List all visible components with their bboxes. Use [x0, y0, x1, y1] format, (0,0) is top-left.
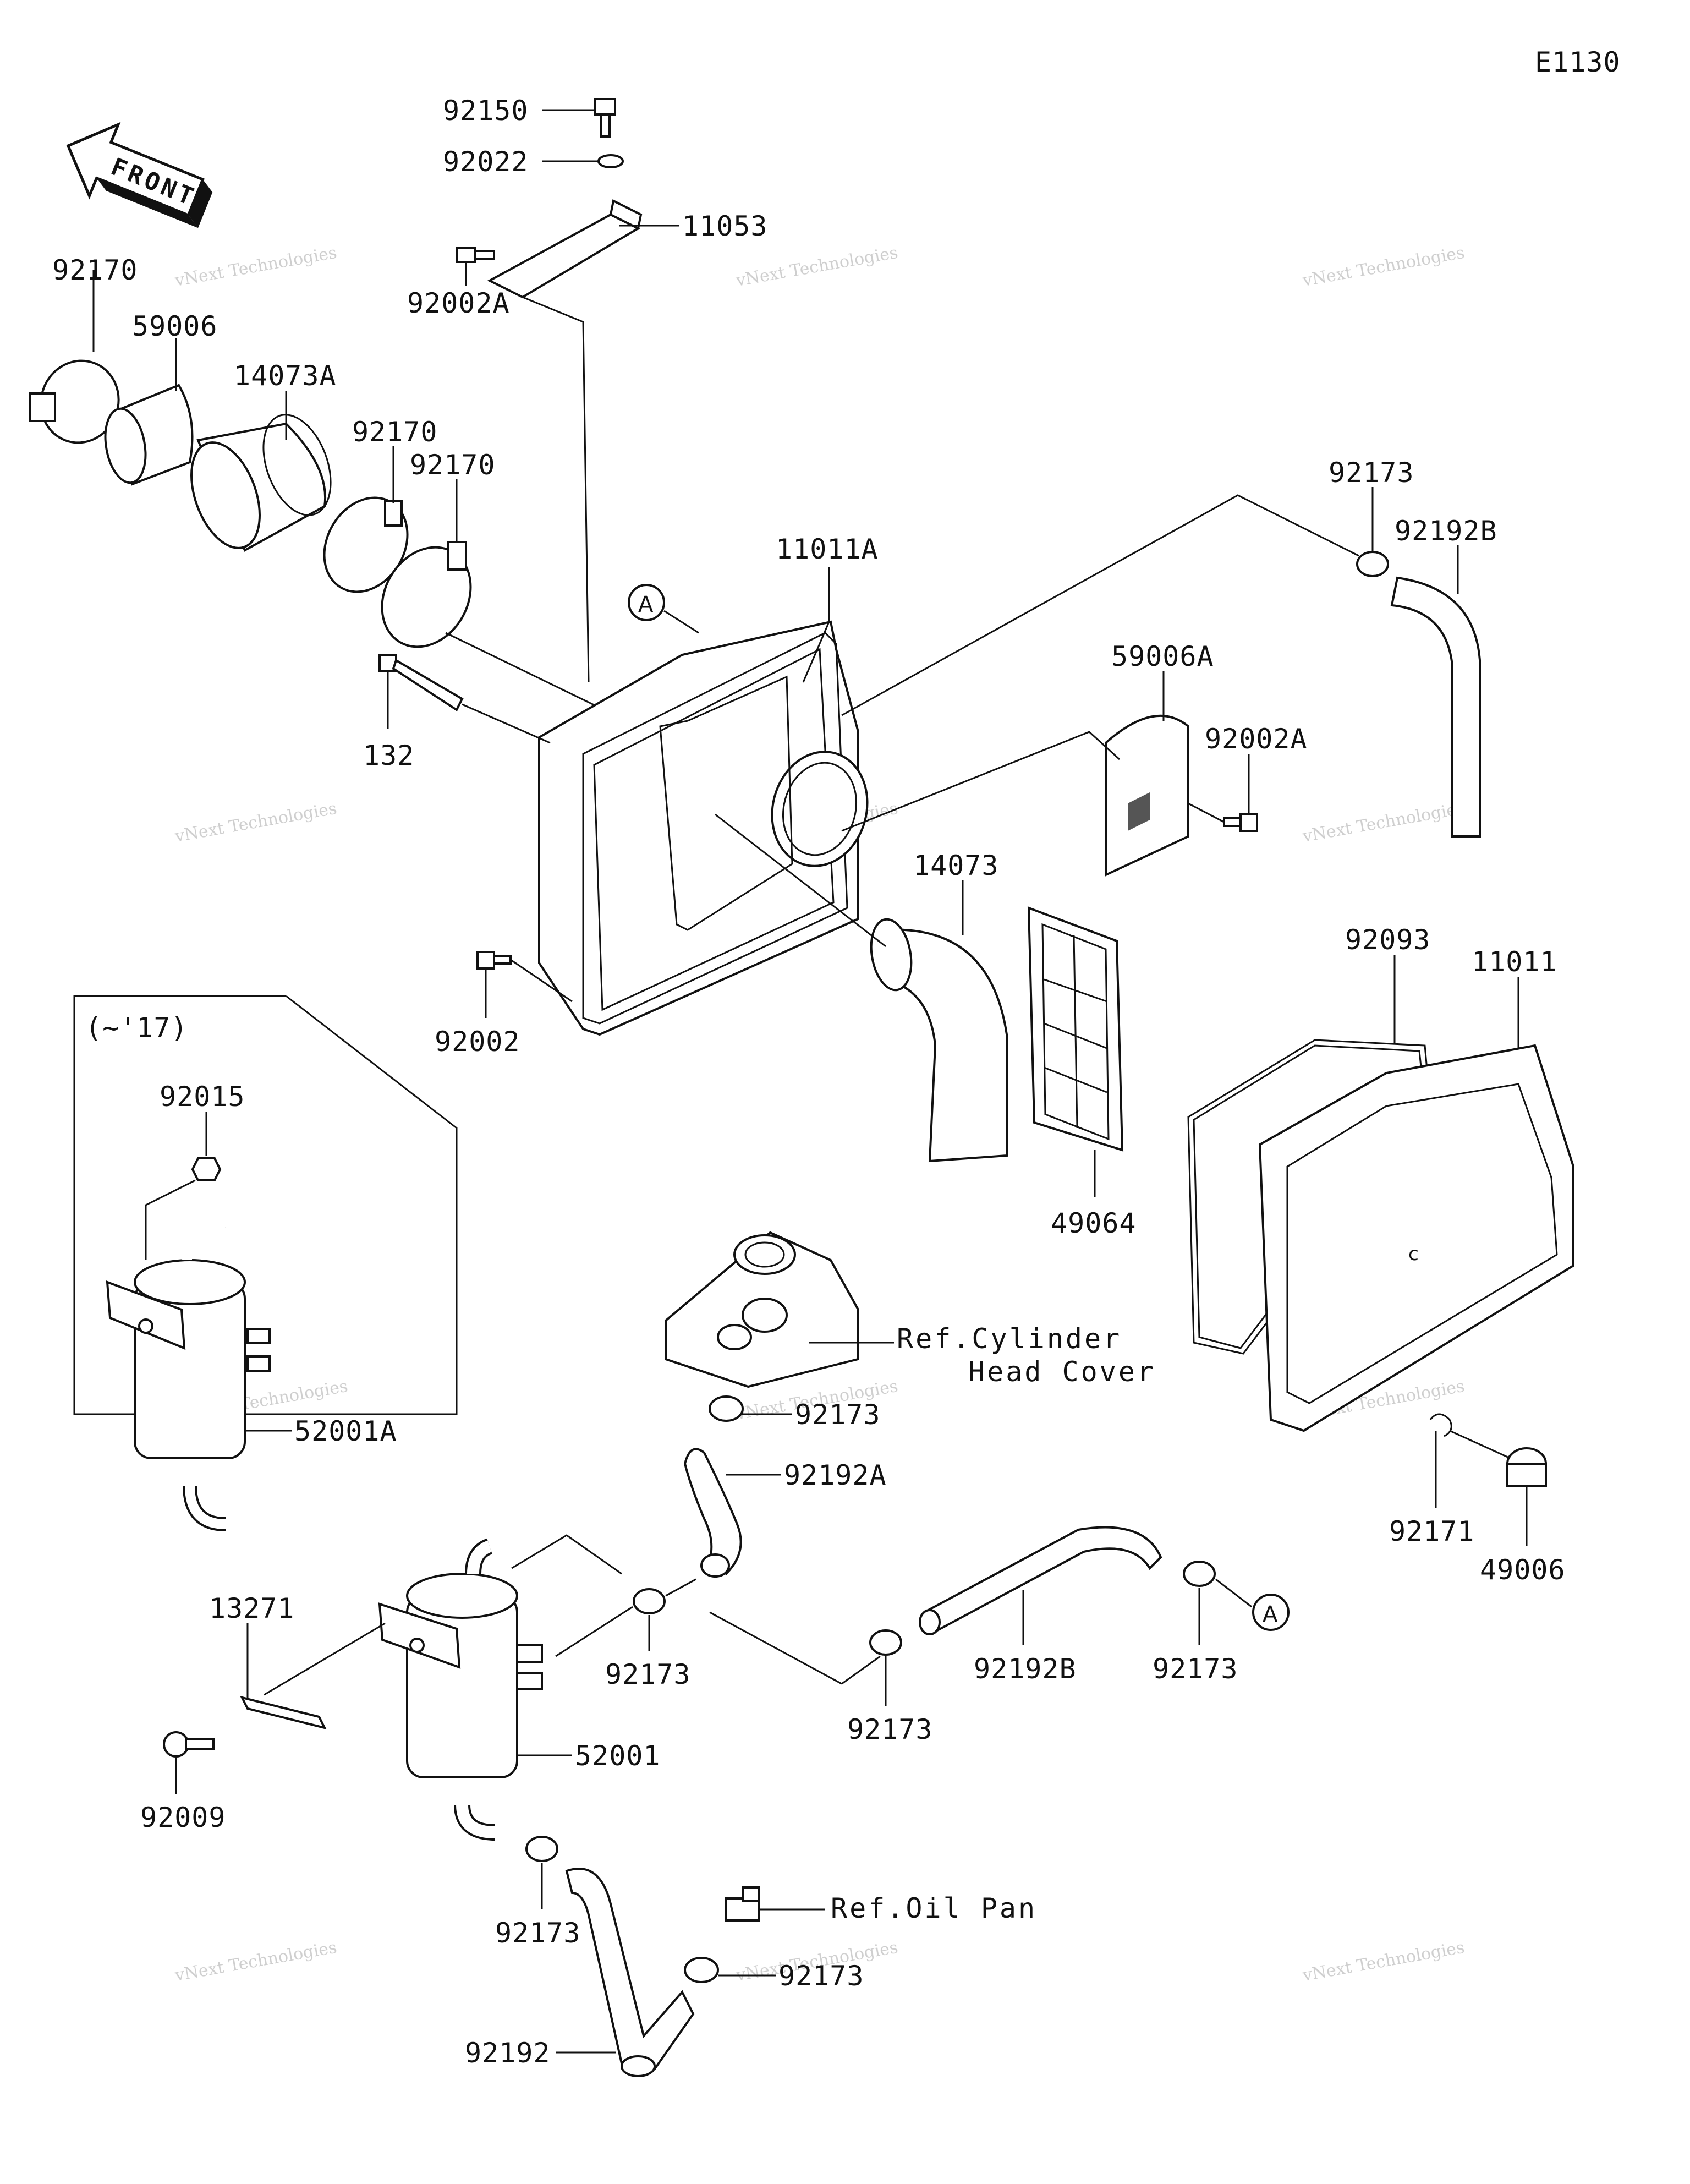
watermark-small: vNext Technologies [734, 243, 899, 291]
label-92173-cylinder: 92173 [795, 1399, 881, 1431]
label-92002: 92002 [435, 1026, 520, 1058]
clamp-92173-mid3 [1183, 1561, 1216, 1587]
label-92192B-bottom: 92192B [974, 1653, 1077, 1685]
sleeve-59006 [104, 384, 194, 486]
diagram-code: E1130 [1535, 46, 1621, 78]
clamp-92173-bottom1 [525, 1836, 558, 1862]
oil-pan-fitting-ref [725, 1886, 760, 1922]
label-92170-c: 92170 [410, 449, 496, 481]
nut-92015 [191, 1157, 222, 1181]
label-92192A: 92192A [784, 1459, 887, 1491]
label-92150: 92150 [443, 95, 529, 127]
label-92093: 92093 [1345, 924, 1431, 956]
label-92173-top-right: 92173 [1329, 457, 1414, 489]
label-92192: 92192 [465, 2037, 551, 2069]
label-49064: 49064 [1051, 1207, 1137, 1239]
label-92002A-top: 92002A [407, 287, 510, 319]
label-92173-mid2: 92173 [847, 1714, 933, 1745]
callout-A-label: A [1263, 1602, 1278, 1627]
watermark-small: vNext Technologies [173, 243, 338, 291]
label-11053: 11053 [682, 210, 768, 242]
label-92015: 92015 [160, 1081, 245, 1113]
label-92002A-right: 92002A [1205, 723, 1308, 755]
cap-49006 [1506, 1447, 1547, 1487]
hose-92192B-bottom [919, 1526, 1162, 1635]
clamp-92173-cylinder [709, 1395, 744, 1422]
label-52001A: 52001A [294, 1415, 397, 1447]
bolt-92002A-right [1223, 813, 1258, 832]
label-14073A: 14073A [234, 360, 337, 392]
hose-92192 [565, 1868, 695, 2077]
callout-A-top: A [628, 584, 665, 621]
air-cleaner-case-11011A [538, 620, 869, 1036]
bolt-92002A-top [456, 247, 495, 263]
watermark-small: vNext Technologies [1301, 1938, 1466, 1985]
ref-cylinder-head-cover-line1: Ref.Cylinder [897, 1323, 1122, 1355]
label-59006: 59006 [132, 310, 218, 342]
label-92192B-right: 92192B [1395, 515, 1497, 547]
bolt-132 [378, 654, 464, 711]
label-49006: 49006 [1480, 1554, 1566, 1586]
filter-element-49064 [1027, 906, 1124, 1152]
label-52001: 52001 [575, 1740, 661, 1772]
clamp-92170-c [381, 541, 472, 648]
clamp-92170-a [29, 359, 120, 444]
separator-52001A [106, 1221, 271, 1531]
bolt-92002 [476, 951, 512, 970]
clamp-92170-b [323, 496, 409, 593]
label-11011: 11011 [1472, 946, 1557, 978]
clip-92171 [1429, 1413, 1452, 1437]
label-14073: 14073 [913, 850, 999, 882]
hose-92192B-right [1390, 576, 1481, 838]
ref-cylinder-head-cover-line2: Head Cover [968, 1356, 1156, 1388]
cylinder-head-cover-ref [665, 1231, 859, 1388]
ref-oil-pan: Ref.Oil Pan [831, 1892, 1037, 1924]
label-59006A: 59006A [1111, 641, 1214, 672]
clamp-92173-top-right [1356, 551, 1389, 577]
watermark-small: vNext Technologies [173, 799, 338, 846]
label-92173-mid1: 92173 [605, 1658, 691, 1690]
label-92171: 92171 [1389, 1515, 1475, 1547]
clamp-92173-mid2 [869, 1629, 902, 1656]
duct-14073 [870, 918, 1008, 1163]
label-92170-a: 92170 [52, 254, 138, 286]
stay-13271 [240, 1696, 327, 1729]
tube-14073A [190, 414, 332, 552]
washer-92022 [597, 154, 624, 168]
clamp-92173-bottom2 [684, 1957, 719, 1983]
label-132: 132 [363, 740, 414, 771]
bolt-92150 [594, 98, 616, 138]
separator-52001 [378, 1538, 543, 1841]
variant-box [73, 995, 458, 1415]
variant-box-label: (~'17) [85, 1012, 188, 1044]
label-11011A: 11011A [776, 533, 879, 565]
label-92173-bottom1: 92173 [495, 1917, 581, 1949]
label-92009: 92009 [140, 1802, 226, 1833]
watermark-small: vNext Technologies [1301, 243, 1466, 291]
label-13271: 13271 [209, 1592, 295, 1624]
clamp-92173-mid1 [633, 1588, 666, 1614]
front-arrow-icon: FRONT [66, 122, 213, 228]
bolt-92009 [163, 1731, 215, 1758]
label-92022: 92022 [443, 146, 529, 178]
watermark-small: vNext Technologies [173, 1938, 338, 1985]
callout-A-bottom: A [1252, 1594, 1290, 1631]
svg-text:c: c [1408, 1243, 1419, 1265]
label-92173-mid3: 92173 [1153, 1653, 1238, 1685]
watermark-small: vNext Technologies [1301, 799, 1466, 846]
label-92173-bottom2: 92173 [778, 1960, 864, 1992]
cover-11011: c [1258, 1044, 1574, 1432]
callout-A-label: A [638, 592, 654, 617]
bracket-11053 [487, 199, 643, 299]
label-92170-b: 92170 [352, 416, 438, 448]
hose-92192A [683, 1448, 742, 1578]
plate-59006A [1105, 714, 1189, 877]
